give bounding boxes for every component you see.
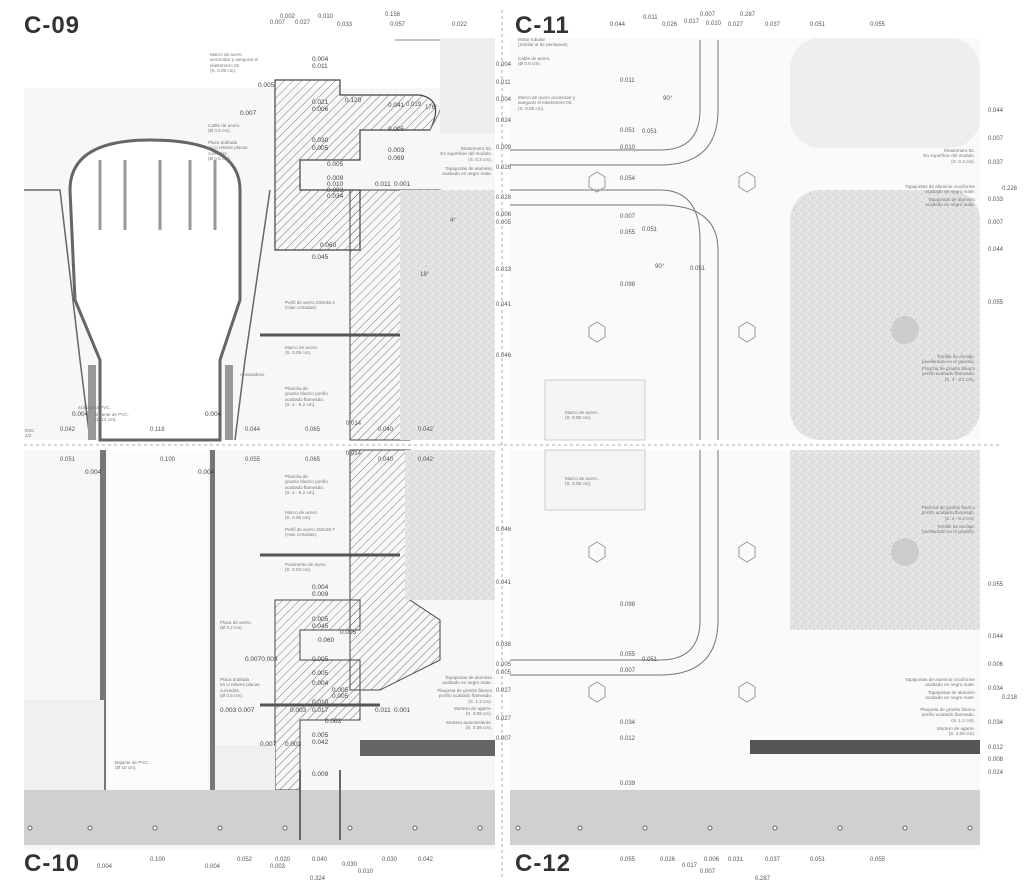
- ground-dots: [27, 825, 973, 831]
- title-c09: C-09: [24, 12, 81, 39]
- title-c11: C-11: [515, 12, 570, 39]
- scale-label: ESC 1/2: [25, 428, 35, 439]
- title-c10: C-10: [24, 850, 81, 877]
- c10-drawing: [24, 449, 495, 845]
- panel-dividers: [24, 10, 1000, 880]
- c09-drawing: [24, 38, 495, 442]
- c11-c12-drawing: [510, 38, 980, 845]
- title-c12: C-12: [515, 850, 572, 877]
